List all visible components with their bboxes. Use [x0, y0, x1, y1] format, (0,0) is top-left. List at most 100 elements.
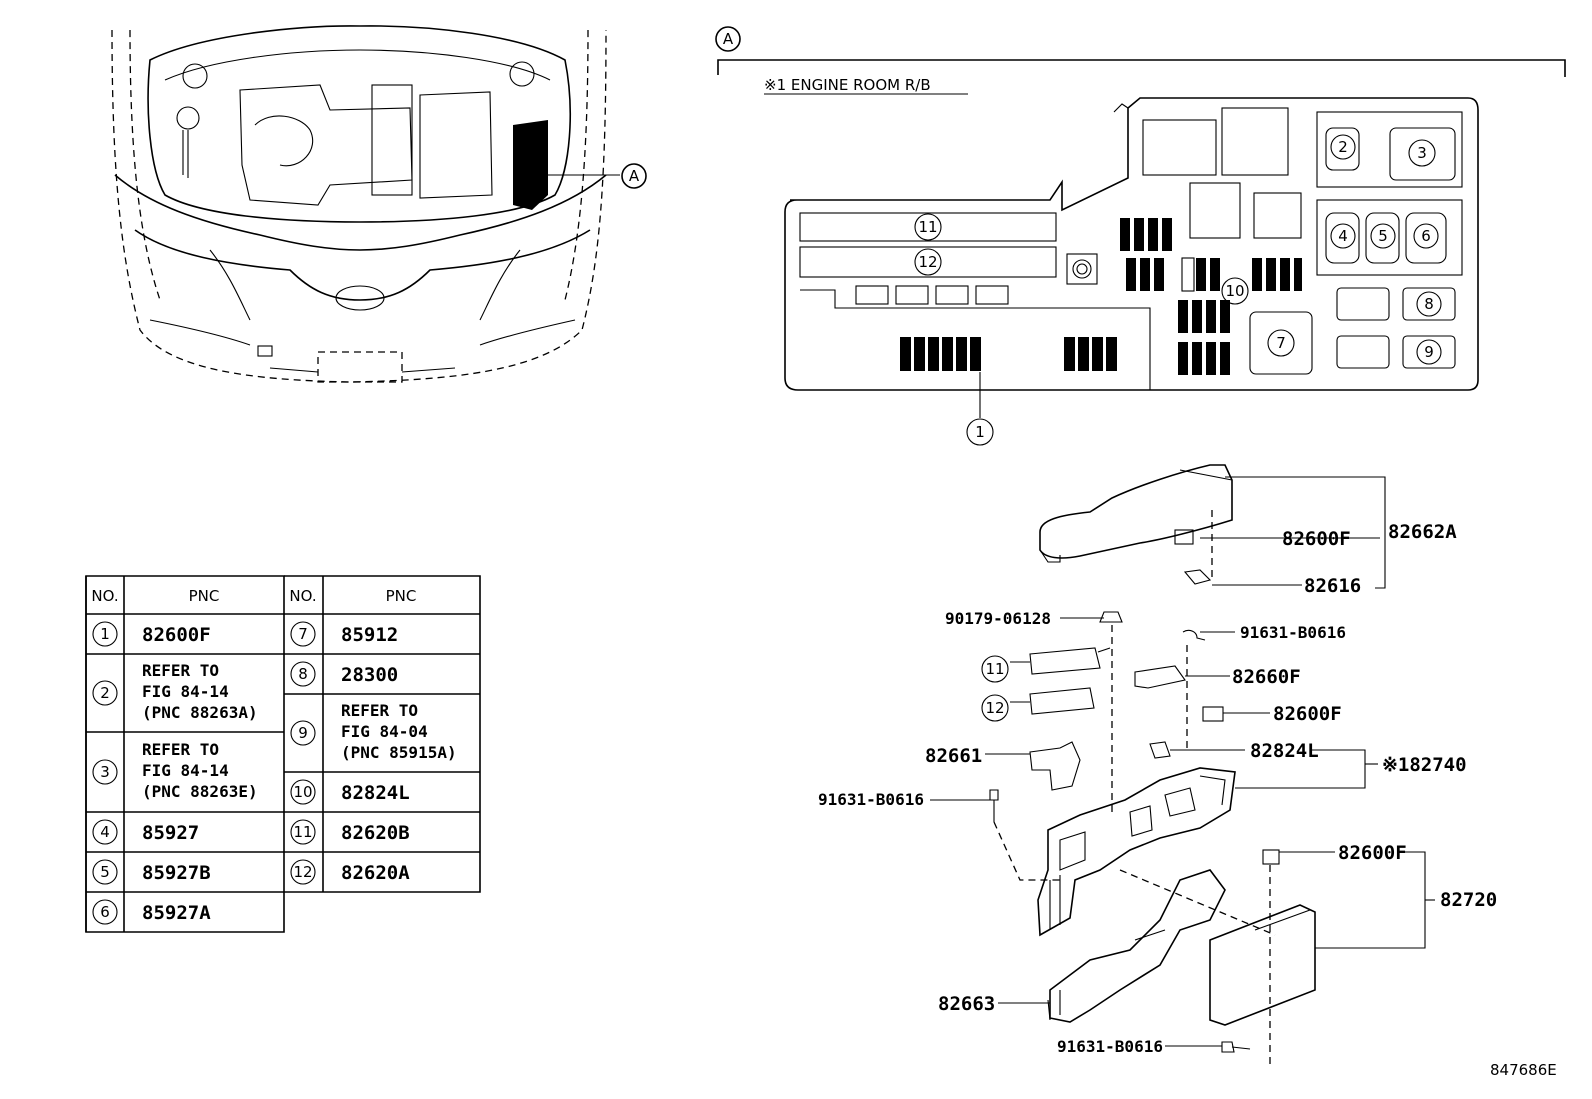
callout-3: 3 [1408, 139, 1436, 167]
svg-text:3: 3 [1417, 144, 1427, 162]
label-82600F-low: 82600F [1338, 842, 1407, 864]
label-90179-06128: 90179-06128 [945, 609, 1051, 628]
label-91631-B0616-a: 91631-B0616 [1240, 623, 1346, 642]
table-row: 2 REFER TO FIG 84-14 (PNC 88263A) [92, 661, 258, 722]
svg-text:1: 1 [100, 625, 110, 643]
table-row: 6 85927A [92, 899, 211, 925]
svg-text:12: 12 [293, 863, 312, 881]
callout-4: 4 [1330, 223, 1356, 249]
svg-text:10: 10 [293, 783, 312, 801]
table-row: 8 28300 [290, 661, 398, 687]
svg-text:82600F: 82600F [142, 624, 211, 646]
svg-text:6: 6 [1421, 227, 1431, 245]
svg-text:FIG 84-14: FIG 84-14 [142, 761, 229, 780]
table-row: 9 REFER TO FIG 84-04 (PNC 85915A) [290, 701, 457, 762]
svg-text:85927: 85927 [142, 822, 199, 844]
car-front-view: A [111, 25, 647, 383]
part-labels: 82662A 82600F 82616 90179-06128 91631-B0… [818, 521, 1497, 1056]
svg-text:12: 12 [985, 699, 1004, 717]
svg-text:4: 4 [100, 823, 110, 841]
svg-text:(PNC 85915A): (PNC 85915A) [341, 743, 457, 762]
svg-text:12: 12 [918, 253, 937, 271]
svg-text:REFER TO: REFER TO [142, 740, 219, 759]
label-82661: 82661 [925, 745, 982, 767]
svg-text:8: 8 [298, 665, 308, 683]
label-82660F: 82660F [1232, 666, 1301, 688]
svg-text:85927B: 85927B [142, 862, 211, 884]
label-82616: 82616 [1304, 575, 1361, 597]
svg-text:REFER TO: REFER TO [341, 701, 418, 720]
leader-lines [930, 476, 1435, 1047]
svg-text:85912: 85912 [341, 624, 398, 646]
svg-text:82620B: 82620B [341, 822, 410, 844]
svg-text:(PNC 88263A): (PNC 88263A) [142, 703, 258, 722]
pnc-table: NO. PNC NO. PNC 1 82600F 2 REFER TO FIG … [85, 575, 481, 933]
svg-text:11: 11 [918, 218, 937, 236]
fuse-box-callouts: 11 12 2 3 4 5 6 7 8 9 10 1 [914, 134, 1442, 446]
table-row: 10 82824L [290, 779, 410, 805]
svg-text:6: 6 [100, 903, 110, 921]
section-title: ※1 ENGINE ROOM R/B [764, 76, 931, 94]
svg-text:(PNC 88263E): (PNC 88263E) [142, 782, 258, 801]
label-91631-B0616-b: 91631-B0616 [818, 790, 924, 809]
svg-text:11: 11 [985, 660, 1004, 678]
fuse-box-top-view [784, 97, 1479, 418]
figure-code: 847686E [1490, 1061, 1557, 1079]
table-row: 5 85927B [92, 859, 211, 885]
svg-text:2: 2 [1338, 138, 1348, 156]
callout-8: 8 [1416, 291, 1442, 317]
table-row: 3 REFER TO FIG 84-14 (PNC 88263E) [92, 740, 258, 801]
callout-7: 7 [1267, 329, 1295, 357]
svg-text:2: 2 [100, 684, 110, 702]
callout-12: 12 [914, 248, 942, 276]
exploded-callout-11: 11 [981, 655, 1009, 683]
header-pnc-left: PNC [189, 587, 220, 605]
callout-a-car: A [629, 167, 640, 185]
svg-text:7: 7 [1276, 334, 1286, 352]
callout-5: 5 [1370, 223, 1396, 249]
callout-6: 6 [1413, 223, 1439, 249]
exploded-view [989, 464, 1316, 1065]
svg-text:5: 5 [1378, 227, 1388, 245]
svg-text:82824L: 82824L [341, 782, 410, 804]
svg-text:7: 7 [298, 625, 308, 643]
label-82720: 82720 [1440, 889, 1497, 911]
callout-11: 11 [914, 213, 942, 241]
table-row: 4 85927 [92, 819, 199, 845]
svg-text:28300: 28300 [341, 664, 398, 686]
svg-text:FIG 84-04: FIG 84-04 [341, 722, 428, 741]
svg-text:9: 9 [298, 724, 308, 742]
exploded-callout-12: 12 [981, 694, 1009, 722]
label-91631-B0616-c: 91631-B0616 [1057, 1037, 1163, 1056]
table-row: 7 85912 [290, 621, 398, 647]
svg-text:85927A: 85927A [142, 902, 211, 924]
callout-2: 2 [1330, 134, 1356, 160]
label-82600F-mid: 82600F [1273, 703, 1342, 725]
header-no-right: NO. [289, 587, 316, 605]
header-no-left: NO. [91, 587, 118, 605]
table-row: 1 82600F [92, 621, 211, 647]
header-pnc-right: PNC [386, 587, 417, 605]
svg-text:9: 9 [1424, 343, 1434, 361]
svg-text:11: 11 [293, 823, 312, 841]
label-82662A: 82662A [1388, 521, 1457, 543]
svg-text:4: 4 [1338, 227, 1348, 245]
svg-text:REFER TO: REFER TO [142, 661, 219, 680]
view-a-marker: A [723, 30, 734, 48]
label-82600F-top: 82600F [1282, 528, 1351, 550]
svg-text:8: 8 [1424, 295, 1434, 313]
label-82663: 82663 [938, 993, 995, 1015]
callout-10: 10 [1221, 277, 1249, 305]
svg-text:82620A: 82620A [341, 862, 410, 884]
svg-text:10: 10 [1225, 282, 1244, 300]
svg-text:1: 1 [975, 423, 985, 441]
table-row: 12 82620A [290, 859, 410, 885]
svg-text:5: 5 [100, 863, 110, 881]
svg-text:FIG 84-14: FIG 84-14 [142, 682, 229, 701]
svg-text:3: 3 [100, 763, 110, 781]
callout-1: 1 [966, 418, 994, 446]
callout-9: 9 [1416, 339, 1442, 365]
table-row: 11 82620B [290, 819, 410, 845]
label-82740: ※182740 [1382, 754, 1467, 776]
